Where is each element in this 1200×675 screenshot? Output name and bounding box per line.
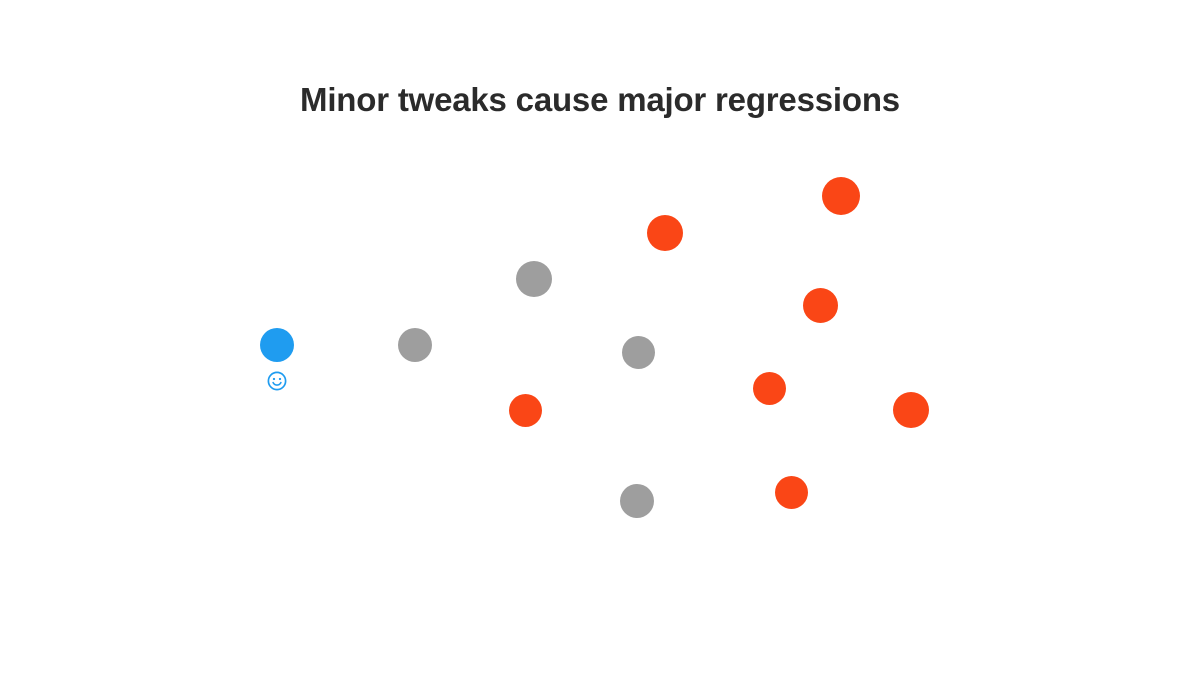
smiley-face-icon [267, 371, 287, 391]
scatter-point-neutral [398, 328, 432, 362]
scatter-point-neutral [621, 335, 655, 369]
scatter-point-regression [508, 393, 542, 427]
scatter-point-regression [647, 215, 683, 251]
page-title: Minor tweaks cause major regressions [300, 81, 900, 118]
scatter-point-neutral [620, 484, 654, 518]
scatter-point-regression [893, 392, 929, 428]
scatter-point-regression [822, 177, 860, 215]
scatter-point-neutral [516, 261, 552, 297]
scatter-point-regression [802, 287, 838, 323]
scatter-point-regression [752, 371, 786, 405]
scatter-point-current [260, 328, 294, 362]
scatter-point-regression [774, 475, 808, 509]
